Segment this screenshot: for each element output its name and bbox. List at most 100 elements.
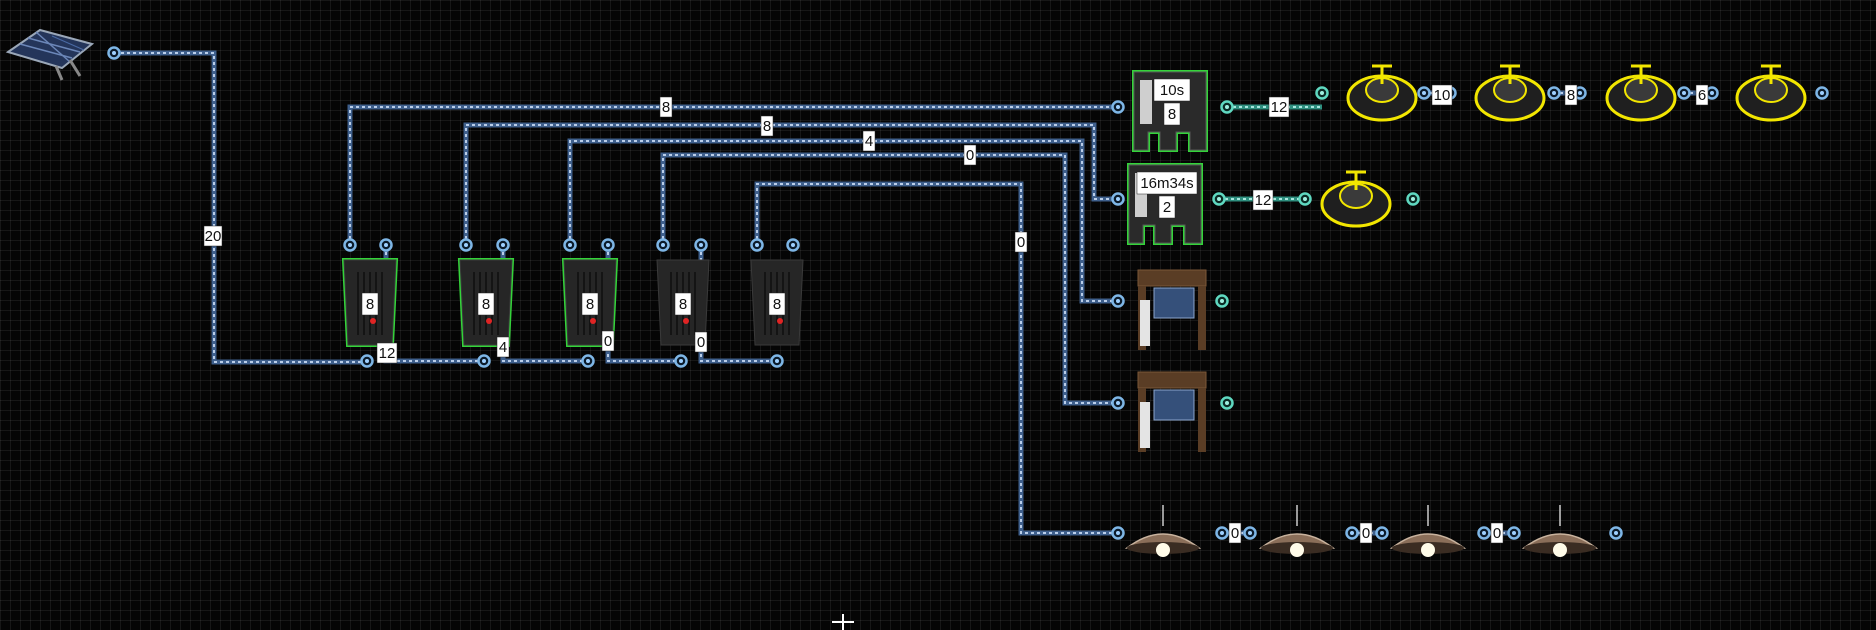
- port[interactable]: [1220, 396, 1234, 410]
- electric-switch-icon: [1137, 269, 1207, 350]
- solar-panel[interactable]: [5, 28, 95, 81]
- svg-text:8: 8: [773, 296, 781, 313]
- label-to-fourth-battery: 0: [694, 331, 708, 353]
- port[interactable]: [750, 238, 764, 252]
- timer-value-label: 8: [1163, 102, 1181, 126]
- battery[interactable]: 8: [341, 258, 399, 347]
- port[interactable]: [1111, 396, 1125, 410]
- svg-text:10s: 10s: [1160, 82, 1184, 99]
- siren-light[interactable]: [1474, 64, 1546, 122]
- port[interactable]: [1609, 526, 1623, 540]
- label-battery2-output: 8: [760, 115, 774, 137]
- port[interactable]: [1547, 86, 1561, 100]
- label-battery4-output: 0: [963, 144, 977, 166]
- port[interactable]: [379, 238, 393, 252]
- port[interactable]: [360, 354, 374, 368]
- port[interactable]: [459, 238, 473, 252]
- port[interactable]: [1298, 192, 1312, 206]
- label-timer1-output: 12: [1268, 96, 1290, 118]
- port[interactable]: [496, 238, 510, 252]
- electric-switch[interactable]: [1137, 371, 1207, 452]
- ceiling-light[interactable]: [1258, 505, 1336, 557]
- port[interactable]: [1111, 100, 1125, 114]
- electric-switch-icon: [1137, 371, 1207, 452]
- wire-battery5-output[interactable]: [754, 181, 1118, 536]
- battery-charge-label: 8: [674, 292, 692, 316]
- ceiling-lights: [1124, 505, 1599, 557]
- ceiling-light[interactable]: [1389, 505, 1467, 557]
- svg-text:4: 4: [499, 339, 507, 356]
- port[interactable]: [1215, 526, 1229, 540]
- wire-solar-feed[interactable]: [115, 50, 367, 365]
- label-battery3-output: 4: [862, 130, 876, 152]
- port[interactable]: [1507, 526, 1521, 540]
- battery-charge-label: 8: [361, 292, 379, 316]
- svg-text:8: 8: [679, 296, 687, 313]
- ceiling-light[interactable]: [1124, 505, 1202, 557]
- electric-switches: [1137, 269, 1207, 452]
- port[interactable]: [1111, 294, 1125, 308]
- wire-battery2-output[interactable]: [463, 122, 1118, 245]
- battery[interactable]: 8: [561, 258, 619, 347]
- siren-light[interactable]: [1735, 64, 1807, 122]
- ceiling-light-icon: [1389, 505, 1467, 557]
- wire-battery3-output[interactable]: [567, 138, 1118, 304]
- electric-switch[interactable]: [1137, 269, 1207, 350]
- svg-text:20: 20: [205, 228, 222, 245]
- siren-light[interactable]: [1320, 170, 1392, 228]
- ports: [107, 46, 1829, 540]
- ceiling-light[interactable]: [1521, 505, 1599, 557]
- port[interactable]: [1477, 526, 1491, 540]
- port[interactable]: [1315, 86, 1329, 100]
- svg-text:8: 8: [763, 118, 771, 135]
- battery[interactable]: 8: [750, 259, 804, 346]
- port[interactable]: [1345, 526, 1359, 540]
- crosshair-cursor-icon: [832, 614, 854, 630]
- svg-text:12: 12: [379, 345, 396, 362]
- siren-light-icon: [1735, 64, 1807, 122]
- timer-time-label: 10s: [1153, 78, 1191, 102]
- port[interactable]: [581, 354, 595, 368]
- port[interactable]: [601, 238, 615, 252]
- port[interactable]: [1375, 526, 1389, 540]
- port[interactable]: [107, 46, 121, 60]
- svg-text:0: 0: [966, 147, 974, 164]
- port[interactable]: [1677, 86, 1691, 100]
- port[interactable]: [674, 354, 688, 368]
- port[interactable]: [1215, 294, 1229, 308]
- svg-text:16m34s: 16m34s: [1140, 175, 1193, 192]
- label-timer2-output: 12: [1252, 189, 1274, 211]
- port[interactable]: [343, 238, 357, 252]
- svg-text:0: 0: [1231, 525, 1239, 542]
- battery[interactable]: 8: [457, 258, 515, 347]
- siren-light[interactable]: [1605, 64, 1677, 122]
- port[interactable]: [786, 238, 800, 252]
- port[interactable]: [694, 238, 708, 252]
- port[interactable]: [1406, 192, 1420, 206]
- label-to-second-battery: 4: [496, 336, 510, 358]
- wire-battery1-output[interactable]: [347, 104, 1118, 245]
- ceiling-light-icon: [1521, 505, 1599, 557]
- battery-charge-label: 8: [581, 292, 599, 316]
- port[interactable]: [770, 354, 784, 368]
- label-battery5-output: 0: [1014, 231, 1028, 253]
- port[interactable]: [656, 238, 670, 252]
- port[interactable]: [477, 354, 491, 368]
- port[interactable]: [1220, 100, 1234, 114]
- siren-lights: [1320, 64, 1807, 228]
- battery[interactable]: 8: [656, 259, 710, 346]
- port[interactable]: [1815, 86, 1829, 100]
- port[interactable]: [563, 238, 577, 252]
- port[interactable]: [1417, 86, 1431, 100]
- wire-battery4-output[interactable]: [660, 152, 1118, 406]
- wire-labels: 20 12 4 0 0 8 8 4 0 0 12 12 10 8 6 0 0 0: [203, 84, 1709, 544]
- port[interactable]: [1111, 192, 1125, 206]
- port[interactable]: [1243, 526, 1257, 540]
- svg-text:8: 8: [366, 296, 374, 313]
- siren-light[interactable]: [1346, 64, 1418, 122]
- port[interactable]: [1111, 526, 1125, 540]
- port[interactable]: [1212, 192, 1226, 206]
